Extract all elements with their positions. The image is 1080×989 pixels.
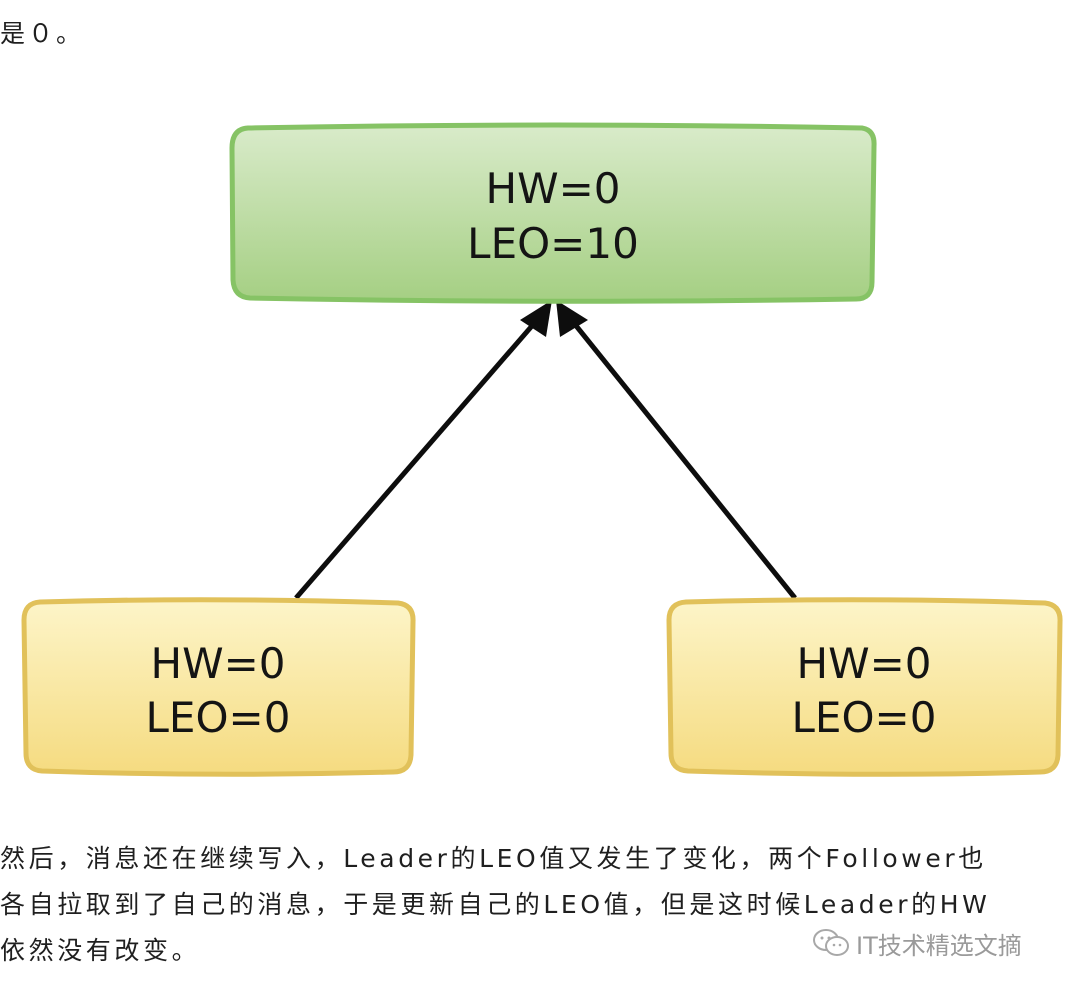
watermark-text: IT技术精选文摘 [856,931,1022,960]
intro-text: 是０。 [0,19,85,48]
paragraph-line: 依然没有改变。 [0,936,201,965]
leader-hw: HW=0 [485,164,620,213]
leader-node: HW=0 LEO=10 [229,122,877,304]
replication-diagram: HW=0 LEO=10 HW=0 LEO=0 HW=0 LEO=0 [21,122,1063,777]
follower-left-hw: HW=0 [150,639,285,688]
follower-right-node: HW=0 LEO=0 [666,597,1063,777]
paragraph-line: 各自拉取到了自己的消息，于是更新自己的LEO值，但是这时候Leader的HW [0,890,991,919]
follower-right-leo: LEO=0 [792,693,937,742]
wechat-icon [813,929,849,956]
watermark: IT技术精选文摘 [812,926,1022,960]
arrow-right-to-leader [556,300,797,600]
follower-left-node: HW=0 LEO=0 [21,597,416,777]
follower-left-leo: LEO=0 [146,693,291,742]
body-paragraph: 然后，消息还在继续写入，Leader的LEO值又发生了变化，两个Follower… [0,836,1078,974]
follower-right-hw: HW=0 [796,639,931,688]
paragraph-line: 然后，消息还在继续写入，Leader的LEO值又发生了变化，两个Follower… [0,844,987,873]
leader-leo: LEO=10 [467,219,639,268]
arrow-left-to-leader [294,300,552,600]
